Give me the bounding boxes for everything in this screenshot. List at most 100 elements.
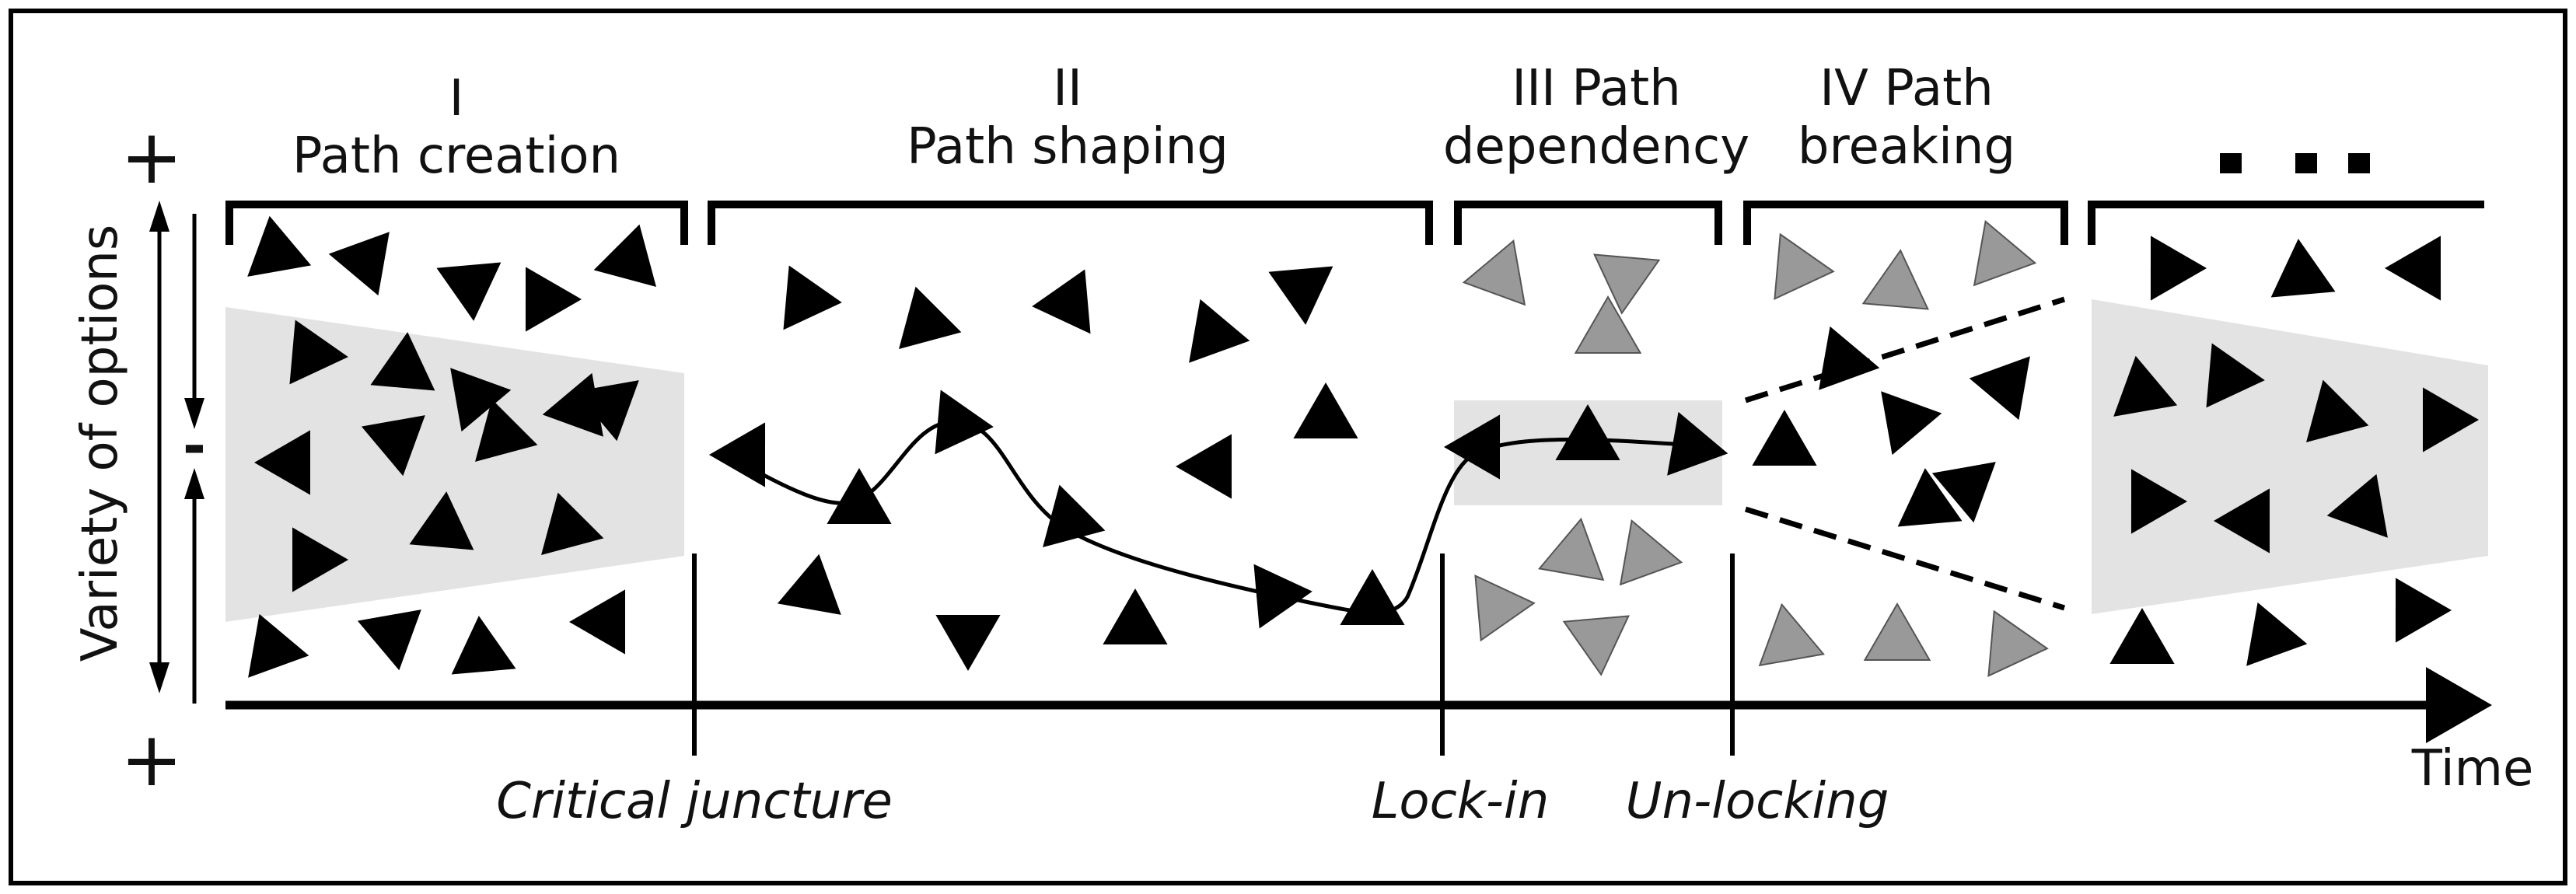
phase-4-title-line1: IV Path [1819, 60, 1994, 117]
lock-in-label: Lock-in [1372, 773, 1550, 830]
option-triangle-black [328, 232, 390, 296]
option-triangle-black [935, 615, 1001, 671]
option-triangle-black [2246, 602, 2308, 666]
option-triangle-black [1819, 326, 1880, 390]
option-triangle-black [569, 589, 625, 655]
option-triangle-gray [1861, 249, 1929, 310]
option-triangle-black [2395, 578, 2452, 643]
option-triangle-gray [1562, 615, 1630, 676]
option-triangle-gray [1474, 574, 1536, 642]
option-triangle-black [525, 267, 582, 332]
option-triangle-black [450, 368, 512, 432]
option-triangle-gray [1537, 517, 1605, 581]
option-triangle-black [2206, 343, 2265, 408]
option-triangle-black [1103, 588, 1168, 644]
option-triangle-gray [1619, 519, 1683, 586]
option-triangle-gray [1987, 609, 2049, 677]
option-triangle-black [2326, 473, 2388, 538]
option-triangle-black [777, 554, 841, 615]
option-triangle-black [899, 286, 962, 349]
option-triangle-black [2270, 239, 2336, 298]
phase-5-ellipsis-text: ... [2271, 127, 2319, 185]
option-triangle-black [1881, 391, 1942, 456]
option-triangle-gray [1574, 295, 1642, 354]
option-triangle-black [783, 265, 842, 330]
un-locking-label: Un-locking [1626, 773, 1889, 830]
option-triangle-black [361, 415, 425, 477]
bracket-path-breaking [1743, 201, 2068, 245]
variety-of-options-label: Variety of options [72, 225, 129, 662]
path-breaking-dashed-lines [1744, 296, 2066, 611]
plus-sign-bottom: + [121, 716, 183, 803]
option-triangle-black [935, 389, 994, 455]
bracket-path-shaping [708, 201, 1433, 245]
option-triangle-black [247, 215, 312, 277]
critical-juncture-label: Critical juncture [496, 773, 893, 830]
option-triangle-gray [1774, 232, 1835, 300]
bracket-path-dependency [1454, 201, 1722, 245]
phase-4-title-line2: breaking [1798, 118, 2015, 176]
plus-sign-top: + [121, 113, 183, 201]
option-triangle-black [1752, 410, 1817, 466]
option-triangle-black [289, 320, 348, 385]
time-axis-label: Time [2411, 740, 2534, 798]
option-triangle-black [1931, 462, 1996, 523]
option-triangle-gray [1593, 253, 1661, 315]
option-triangle-black [370, 332, 435, 391]
phase-2-title: Path shaping [907, 118, 1229, 176]
option-triangle-black [1340, 568, 1405, 626]
option-triangle-black [708, 422, 766, 487]
phase-1-title: Path creation [292, 127, 620, 185]
option-triangle-black [542, 372, 603, 437]
option-triangle-black [1667, 411, 1728, 476]
option-triangle-black [1043, 484, 1106, 547]
option-triangle-black [2423, 387, 2479, 452]
option-triangle-black [2109, 608, 2175, 664]
variety-axis-arrowheads [149, 201, 204, 693]
option-triangle-black [827, 467, 892, 525]
outer-frame [9, 9, 2567, 885]
option-triangle-black [436, 262, 502, 321]
option-triangle-black [1268, 266, 1333, 325]
option-triangle-black [254, 430, 310, 495]
phase-1-numeral: I [449, 70, 464, 127]
option-triangle-black [541, 492, 604, 555]
new-path-shaded-funnel [2092, 299, 2488, 614]
option-triangle-gray [1758, 602, 1826, 667]
phase-3-title-line2: dependency [1443, 118, 1749, 176]
option-triangle-black [1189, 299, 1250, 363]
option-triangle-black [1176, 434, 1232, 499]
option-triangle-black [1293, 382, 1358, 438]
phase-2-numeral: II [1053, 60, 1082, 117]
option-triangle-black [2384, 236, 2441, 301]
option-triangle-black [357, 609, 421, 671]
option-triangle-black [409, 491, 474, 550]
time-axis-arrowhead [2426, 667, 2492, 743]
ellipsis-marker [2220, 153, 2370, 173]
option-triangle-black [2150, 236, 2207, 301]
variety-axis [157, 214, 197, 704]
option-triangle-black [2306, 379, 2369, 442]
minus-sign-middle: - [183, 413, 206, 478]
option-triangle-black [1969, 356, 2030, 421]
option-triangle-black [292, 527, 349, 592]
option-triangle-black [2214, 488, 2270, 554]
option-triangle-black [1443, 414, 1501, 480]
option-triangle-black [593, 224, 656, 287]
option-triangle-black [451, 616, 516, 675]
bracket-path-creation [225, 201, 688, 245]
option-triangle-black [1555, 404, 1620, 460]
option-triangle-gray [1863, 602, 1931, 661]
event-separators [692, 554, 1735, 756]
option-triangle-gray [1973, 220, 2037, 287]
option-triangle-black [248, 613, 309, 678]
option-triangle-black [1253, 564, 1312, 629]
phase-3-title-line1: III Path [1512, 60, 1681, 117]
option-triangle-black [2113, 355, 2178, 417]
bracket-continuation [2088, 201, 2484, 245]
option-triangles [247, 215, 2479, 678]
option-triangle-black [575, 380, 639, 442]
option-triangle-black [1032, 269, 1091, 334]
option-triangle-black [1897, 468, 1963, 527]
